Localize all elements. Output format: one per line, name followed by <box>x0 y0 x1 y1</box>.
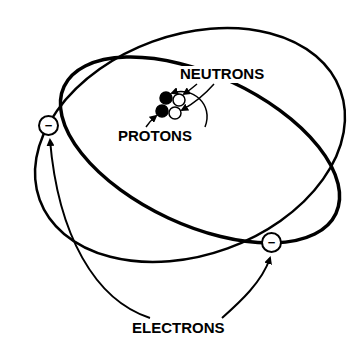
proton <box>160 92 172 104</box>
electron-orbit <box>2 0 350 303</box>
part-label: ELECTRONS <box>130 320 227 337</box>
leader-arrow <box>172 91 207 127</box>
electron-orbit <box>32 19 350 282</box>
leader-arrow <box>146 116 156 127</box>
part-label: PROTONS <box>116 128 194 145</box>
leader-arrow <box>222 258 270 318</box>
electron-circle: − <box>261 232 282 253</box>
neutron <box>169 107 181 119</box>
leader-arrow <box>50 140 150 318</box>
electron-circle: − <box>38 115 59 136</box>
neutron <box>173 94 185 106</box>
part-label: NEUTRONS <box>178 66 266 83</box>
charge-sign: − <box>268 236 276 249</box>
charge-sign: − <box>45 119 53 132</box>
proton <box>156 105 168 117</box>
